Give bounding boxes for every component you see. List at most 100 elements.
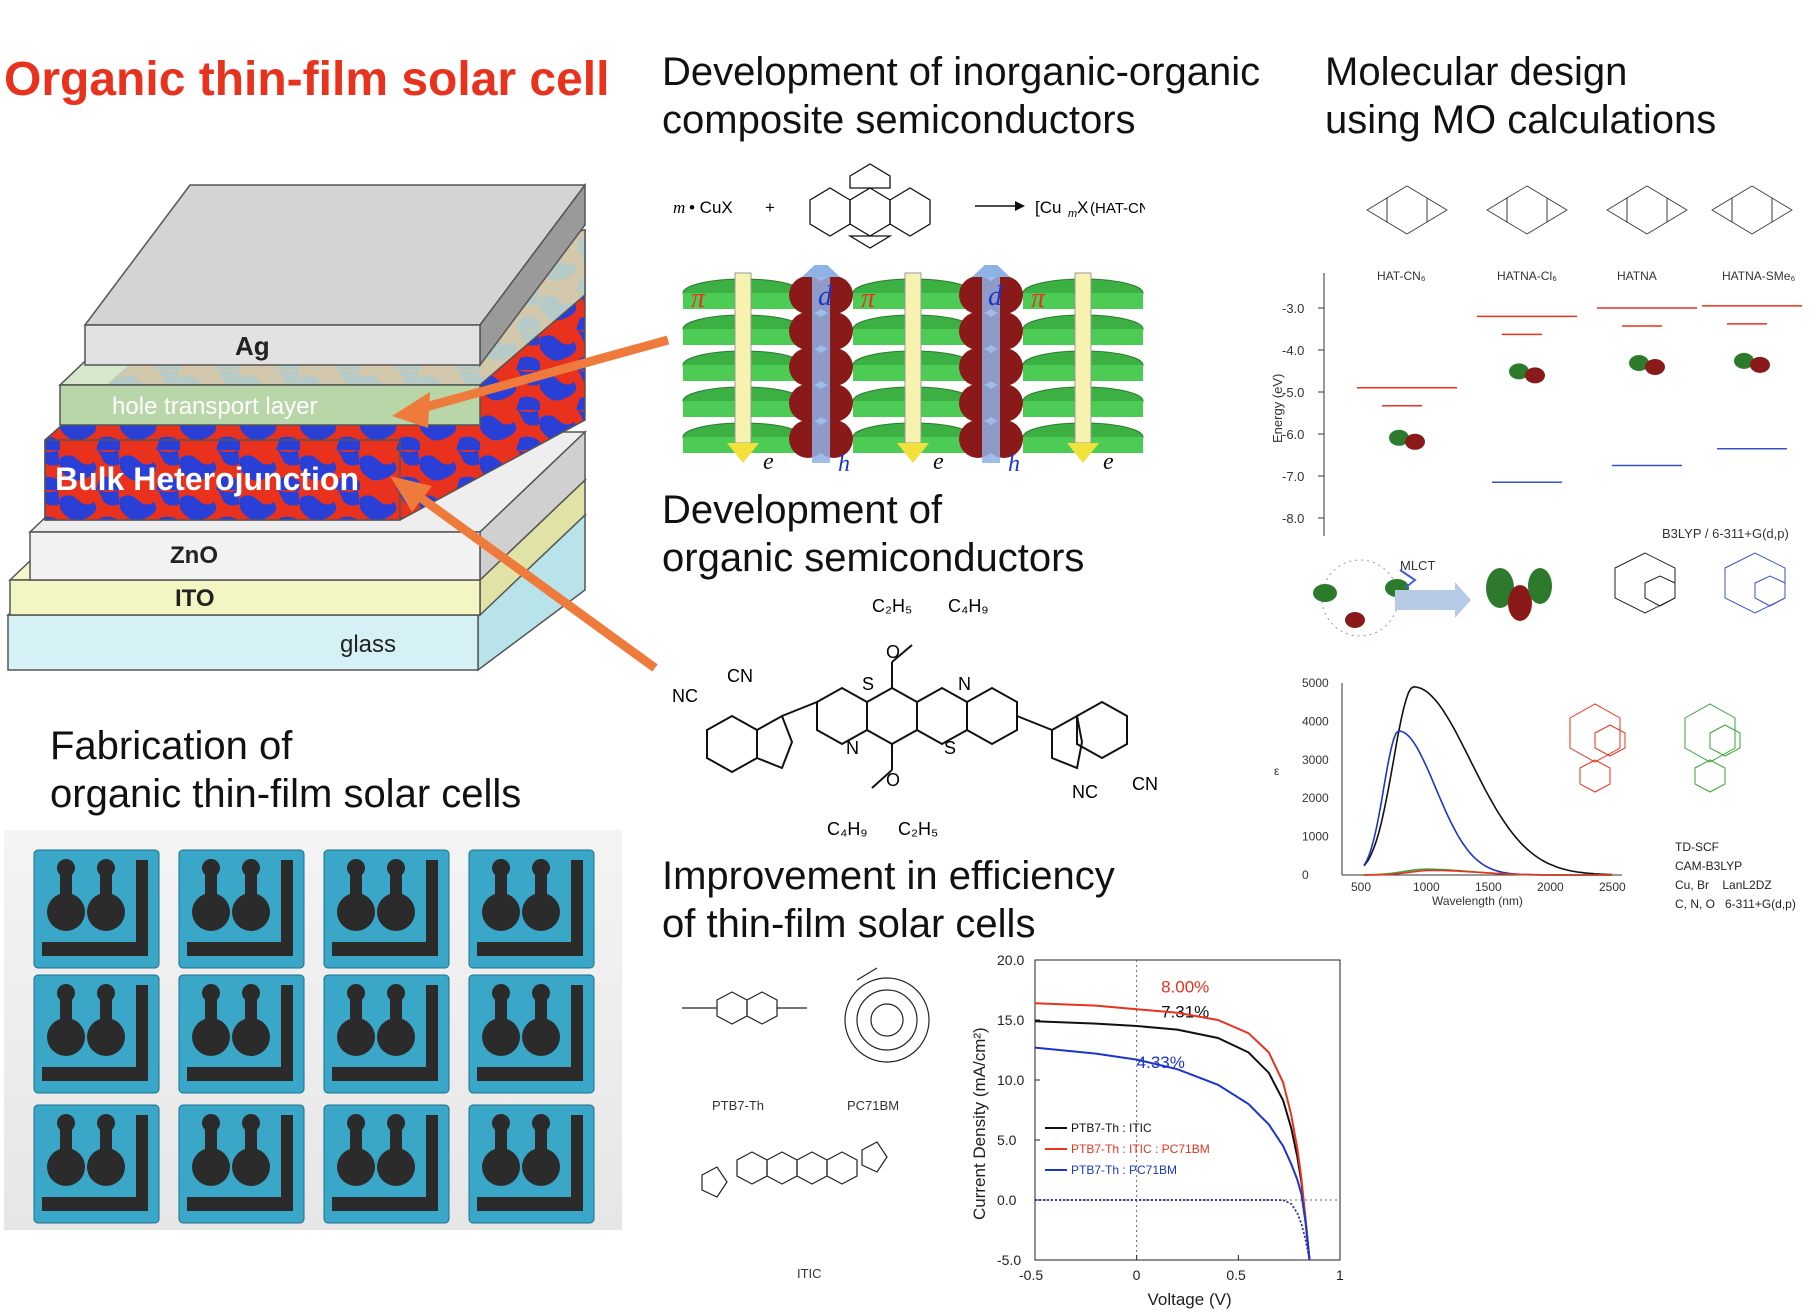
device-substrate bbox=[33, 974, 160, 1094]
spectrum-y-label: ε bbox=[1274, 764, 1280, 778]
inorganic-title-line1: Development of inorganic-organic bbox=[662, 50, 1261, 94]
molecule-structure bbox=[1711, 185, 1793, 235]
jv-y-tick-label: 0.0 bbox=[997, 1192, 1017, 1208]
h-label: h bbox=[1008, 451, 1020, 477]
tdscf-line-3: Cu, Br LanL2DZ bbox=[1675, 878, 1772, 892]
efficiency-title-line2: of thin-film solar cells bbox=[662, 902, 1036, 946]
molecule-structure bbox=[1366, 185, 1448, 235]
device-substrate bbox=[468, 974, 595, 1094]
pi-label: π bbox=[1031, 283, 1046, 314]
mol-label-c4h9-2: C₄H₉ bbox=[827, 819, 867, 839]
energy-tick-label: -8.0 bbox=[1282, 511, 1304, 526]
spectrum-y-tick: 4000 bbox=[1302, 714, 1329, 728]
label-pc71bm: PC71BM bbox=[847, 1098, 899, 1113]
mol-label-nc-2: NC bbox=[1072, 782, 1098, 802]
jv-legend-entry: PTB7-Th : PC71BM bbox=[1071, 1163, 1177, 1177]
molecule-name: HAT-CN₆ bbox=[1377, 269, 1426, 283]
reaction-m: m bbox=[673, 198, 685, 217]
reaction-scheme: m • CuX + [Cu m X (HAT-CN bbox=[673, 163, 1145, 249]
jv-y-tick-label: 10.0 bbox=[997, 1072, 1024, 1088]
donor-acceptor-structures: PTB7-Th PC71BM ITIC bbox=[682, 967, 930, 1281]
energy-tick-label: -5.0 bbox=[1282, 385, 1304, 400]
mol-label-s-1: S bbox=[862, 674, 874, 694]
jv-y-tick-label: 20.0 bbox=[997, 952, 1024, 968]
h-label: h bbox=[838, 451, 850, 477]
fabrication-photo bbox=[4, 830, 622, 1230]
mol-label-cn-1: CN bbox=[727, 666, 753, 686]
jv-legend-entry: PTB7-Th : ITIC bbox=[1071, 1121, 1152, 1135]
orbital-lobe bbox=[1750, 356, 1770, 373]
device-substrate bbox=[468, 1104, 595, 1224]
mol-label-n-2: N bbox=[846, 738, 859, 758]
mo-title-line1: Molecular design bbox=[1325, 50, 1628, 94]
label-ptb7-th: PTB7-Th bbox=[712, 1098, 764, 1113]
hat-cn6-structure bbox=[809, 163, 931, 249]
hole-arrow-head bbox=[802, 265, 840, 277]
device-substrate bbox=[323, 1104, 450, 1224]
molecule-structure bbox=[1606, 185, 1688, 235]
energy-tick-label: -3.0 bbox=[1282, 301, 1304, 316]
jv-y-tick-label: 15.0 bbox=[997, 1012, 1024, 1028]
device-substrate bbox=[178, 974, 305, 1094]
device-substrate bbox=[178, 849, 305, 969]
mlct-orbital-diagram: MLCT bbox=[1313, 552, 1786, 637]
reaction-plus: + bbox=[765, 198, 775, 217]
layer-htl-label: hole transport layer bbox=[112, 393, 317, 420]
molecule-structure bbox=[1486, 185, 1568, 235]
organic-semiconductor-structure: NC CN S N N S O O C₂H₅ C₄H₉ C₄H₉ C₂H₅ NC… bbox=[672, 596, 1158, 839]
e-label: e bbox=[1103, 449, 1114, 475]
orbital-lobe bbox=[1509, 363, 1529, 380]
jv-efficiency-label: 4.33% bbox=[1137, 1053, 1185, 1072]
jv-x-tick-label: 0 bbox=[1133, 1267, 1141, 1283]
efficiency-title-line1: Improvement in efficiency bbox=[662, 854, 1115, 898]
electron-arrow-head bbox=[897, 443, 929, 463]
molecule-name: HATNA-Cl₆ bbox=[1497, 269, 1557, 283]
jv-x-axis-label: Voltage (V) bbox=[1148, 1290, 1232, 1309]
electron-arrow-shaft bbox=[904, 272, 922, 444]
energy-tick-label: -6.0 bbox=[1282, 427, 1304, 442]
tdscf-line-2: CAM-B3LYP bbox=[1675, 859, 1743, 873]
mo-title-line2: using MO calculations bbox=[1325, 98, 1717, 142]
orbital-lobe bbox=[1389, 429, 1409, 446]
mol-label-cn-2: CN bbox=[1132, 774, 1158, 794]
cu-complex-structures bbox=[1569, 703, 1741, 793]
mol-label-s-2: S bbox=[944, 738, 956, 758]
reaction-m-sub: m bbox=[1068, 208, 1077, 220]
layer-ag-label: Ag bbox=[235, 331, 270, 361]
mol-label-c2h5-2: C₂H₅ bbox=[898, 819, 938, 839]
jv-y-tick-label: -5.0 bbox=[997, 1252, 1021, 1268]
spectrum-y-tick: 3000 bbox=[1302, 753, 1329, 767]
electron-arrow-shaft bbox=[1074, 272, 1092, 444]
pi-label: π bbox=[691, 283, 706, 314]
spectrum-x-tick: 2500 bbox=[1599, 880, 1626, 894]
mol-label-nc-1: NC bbox=[672, 686, 698, 706]
molecule-name: HATNA-SMe₆ bbox=[1722, 269, 1795, 283]
spectrum-x-tick: 1000 bbox=[1413, 880, 1440, 894]
reaction-product: [Cu bbox=[1035, 198, 1061, 217]
jv-plot-frame bbox=[1034, 959, 1341, 1261]
spectrum-x-label: Wavelength (nm) bbox=[1432, 894, 1523, 908]
spectrum-curve-red bbox=[1363, 869, 1612, 876]
reaction-x: X bbox=[1077, 198, 1088, 217]
mol-label-n-1: N bbox=[958, 674, 971, 694]
energy-tick-label: -7.0 bbox=[1282, 469, 1304, 484]
jv-efficiency-label: 8.00% bbox=[1161, 977, 1209, 996]
jv-legend-entry: PTB7-Th : ITIC : PC71BM bbox=[1071, 1142, 1210, 1156]
organic-title-line2: organic semiconductors bbox=[662, 536, 1085, 580]
spectrum-y-tick: 5000 bbox=[1302, 676, 1329, 690]
hole-arrow-shaft bbox=[812, 275, 830, 463]
spectrum-y-tick: 0 bbox=[1302, 868, 1309, 882]
electron-arrow-head bbox=[1067, 443, 1099, 463]
tdscf-line-1: TD-SCF bbox=[1675, 840, 1719, 854]
jv-x-tick-label: 1 bbox=[1336, 1267, 1344, 1283]
electron-arrow-shaft bbox=[734, 272, 752, 444]
e-label: e bbox=[763, 449, 774, 475]
device-samples-photo bbox=[33, 849, 595, 1224]
reaction-tail: (HAT-CN bbox=[1090, 200, 1145, 217]
device-substrate bbox=[33, 849, 160, 969]
spectrum-y-tick: 1000 bbox=[1302, 830, 1329, 844]
orbital-lobe bbox=[1525, 367, 1545, 384]
electron-arrow-head bbox=[727, 443, 759, 463]
molecule-name: HATNA bbox=[1617, 269, 1657, 283]
mol-label-c4h9-1: C₄H₉ bbox=[948, 596, 988, 616]
